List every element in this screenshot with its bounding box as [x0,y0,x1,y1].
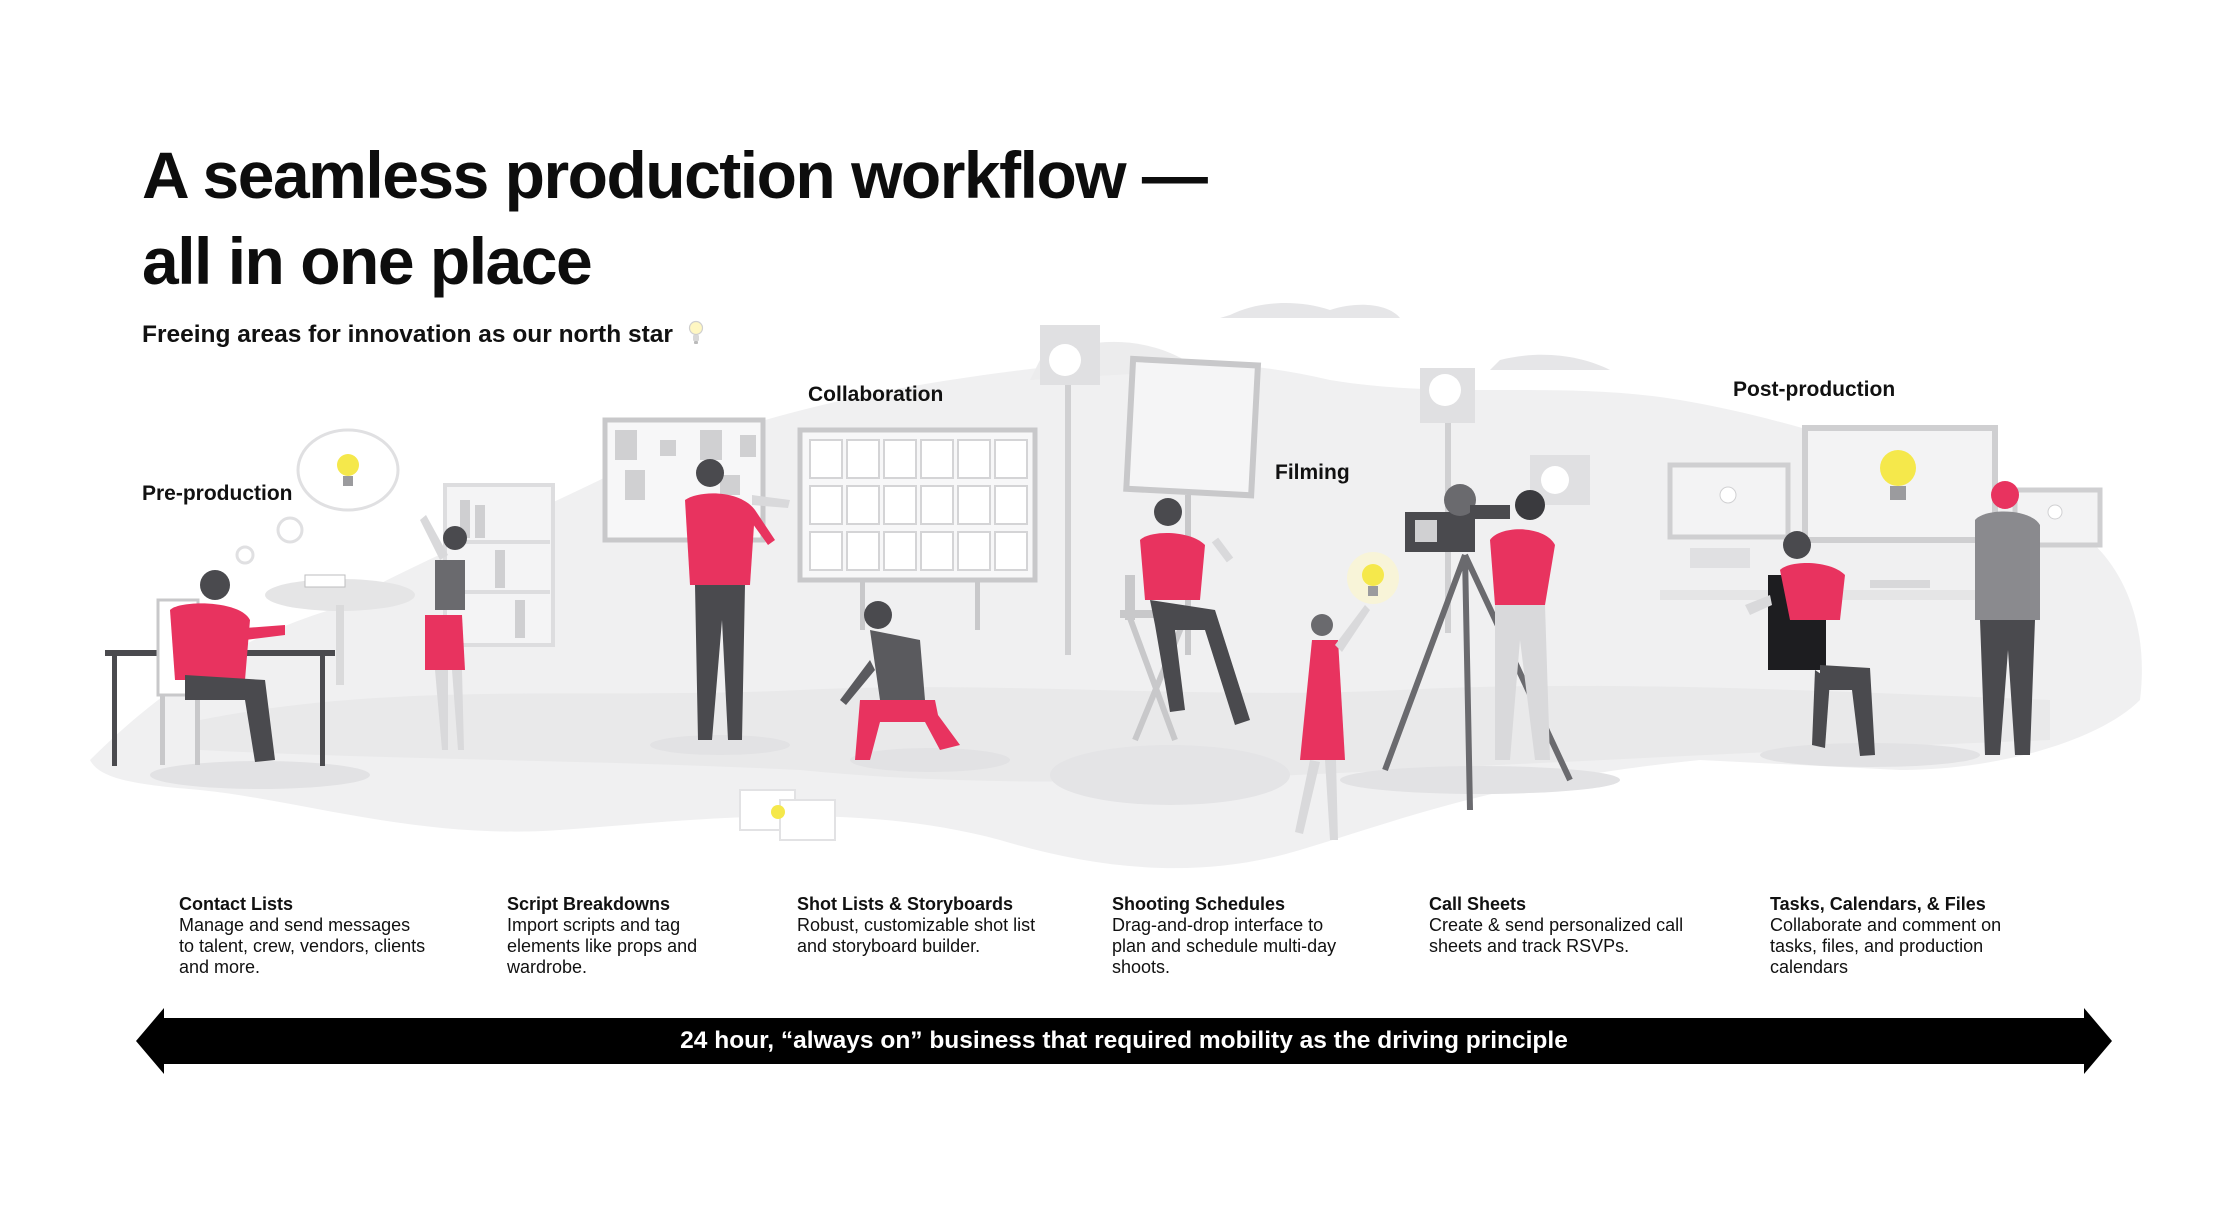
stage-post-production: Post-production [1733,378,1896,401]
feature-description: Collaborate and comment on tasks, files,… [1770,915,2002,977]
feature-title: Shooting Schedules [1112,894,1286,914]
title-line-1: A seamless production workflow — [142,138,1208,212]
feature-title: Call Sheets [1429,894,1527,914]
feature-title: Contact Lists [179,894,294,914]
stage-filming: Filming [1275,461,1350,484]
driving-principle-text: 24 hour, “always on” business that requi… [680,1027,1568,1054]
lightbulb-icon [688,320,704,353]
feature-title: Shot Lists & Storyboards [797,894,1014,914]
feature-script-breakdowns: Script Breakdowns Import scripts and tag… [507,894,707,978]
feature-description: Manage and send messages to talent, crew… [179,915,426,977]
stage-collaboration: Collaboration [808,383,944,406]
feature-contact-lists: Contact Lists Manage and send messages t… [179,894,429,978]
pre-production-scene [105,428,555,766]
feature-description: Drag-and-drop interface to plan and sche… [1112,915,1337,977]
double-arrow-bar [136,1008,2112,1074]
feature-description: Import scripts and tag elements like pro… [507,915,698,977]
page-title: A seamless production workflow — all in … [142,132,1208,304]
feature-title: Tasks, Calendars, & Files [1770,894,1986,914]
subtitle-text: Freeing areas for innovation as our nort… [142,321,673,348]
filming-scene [1040,325,1590,840]
feature-shooting-schedules: Shooting Schedules Drag-and-drop interfa… [1112,894,1347,978]
storyboard-scene [739,427,1038,841]
script-breakdown-scene [602,417,790,740]
feature-description: Create & send personalized call sheets a… [1429,915,1684,956]
page-subtitle: Freeing areas for innovation as our nort… [142,320,704,353]
feature-shot-lists-storyboards: Shot Lists & Storyboards Robust, customi… [797,894,1057,957]
feature-tasks-calendars-files: Tasks, Calendars, & Files Collaborate an… [1770,894,2010,978]
title-line-2: all in one place [142,224,593,298]
feature-call-sheets: Call Sheets Create & send personalized c… [1429,894,1694,957]
feature-description: Robust, customizable shot list and story… [797,915,1036,956]
feature-title: Script Breakdowns [507,894,671,914]
stage-pre-production: Pre-production [142,482,293,505]
post-production-scene [1660,425,2103,756]
